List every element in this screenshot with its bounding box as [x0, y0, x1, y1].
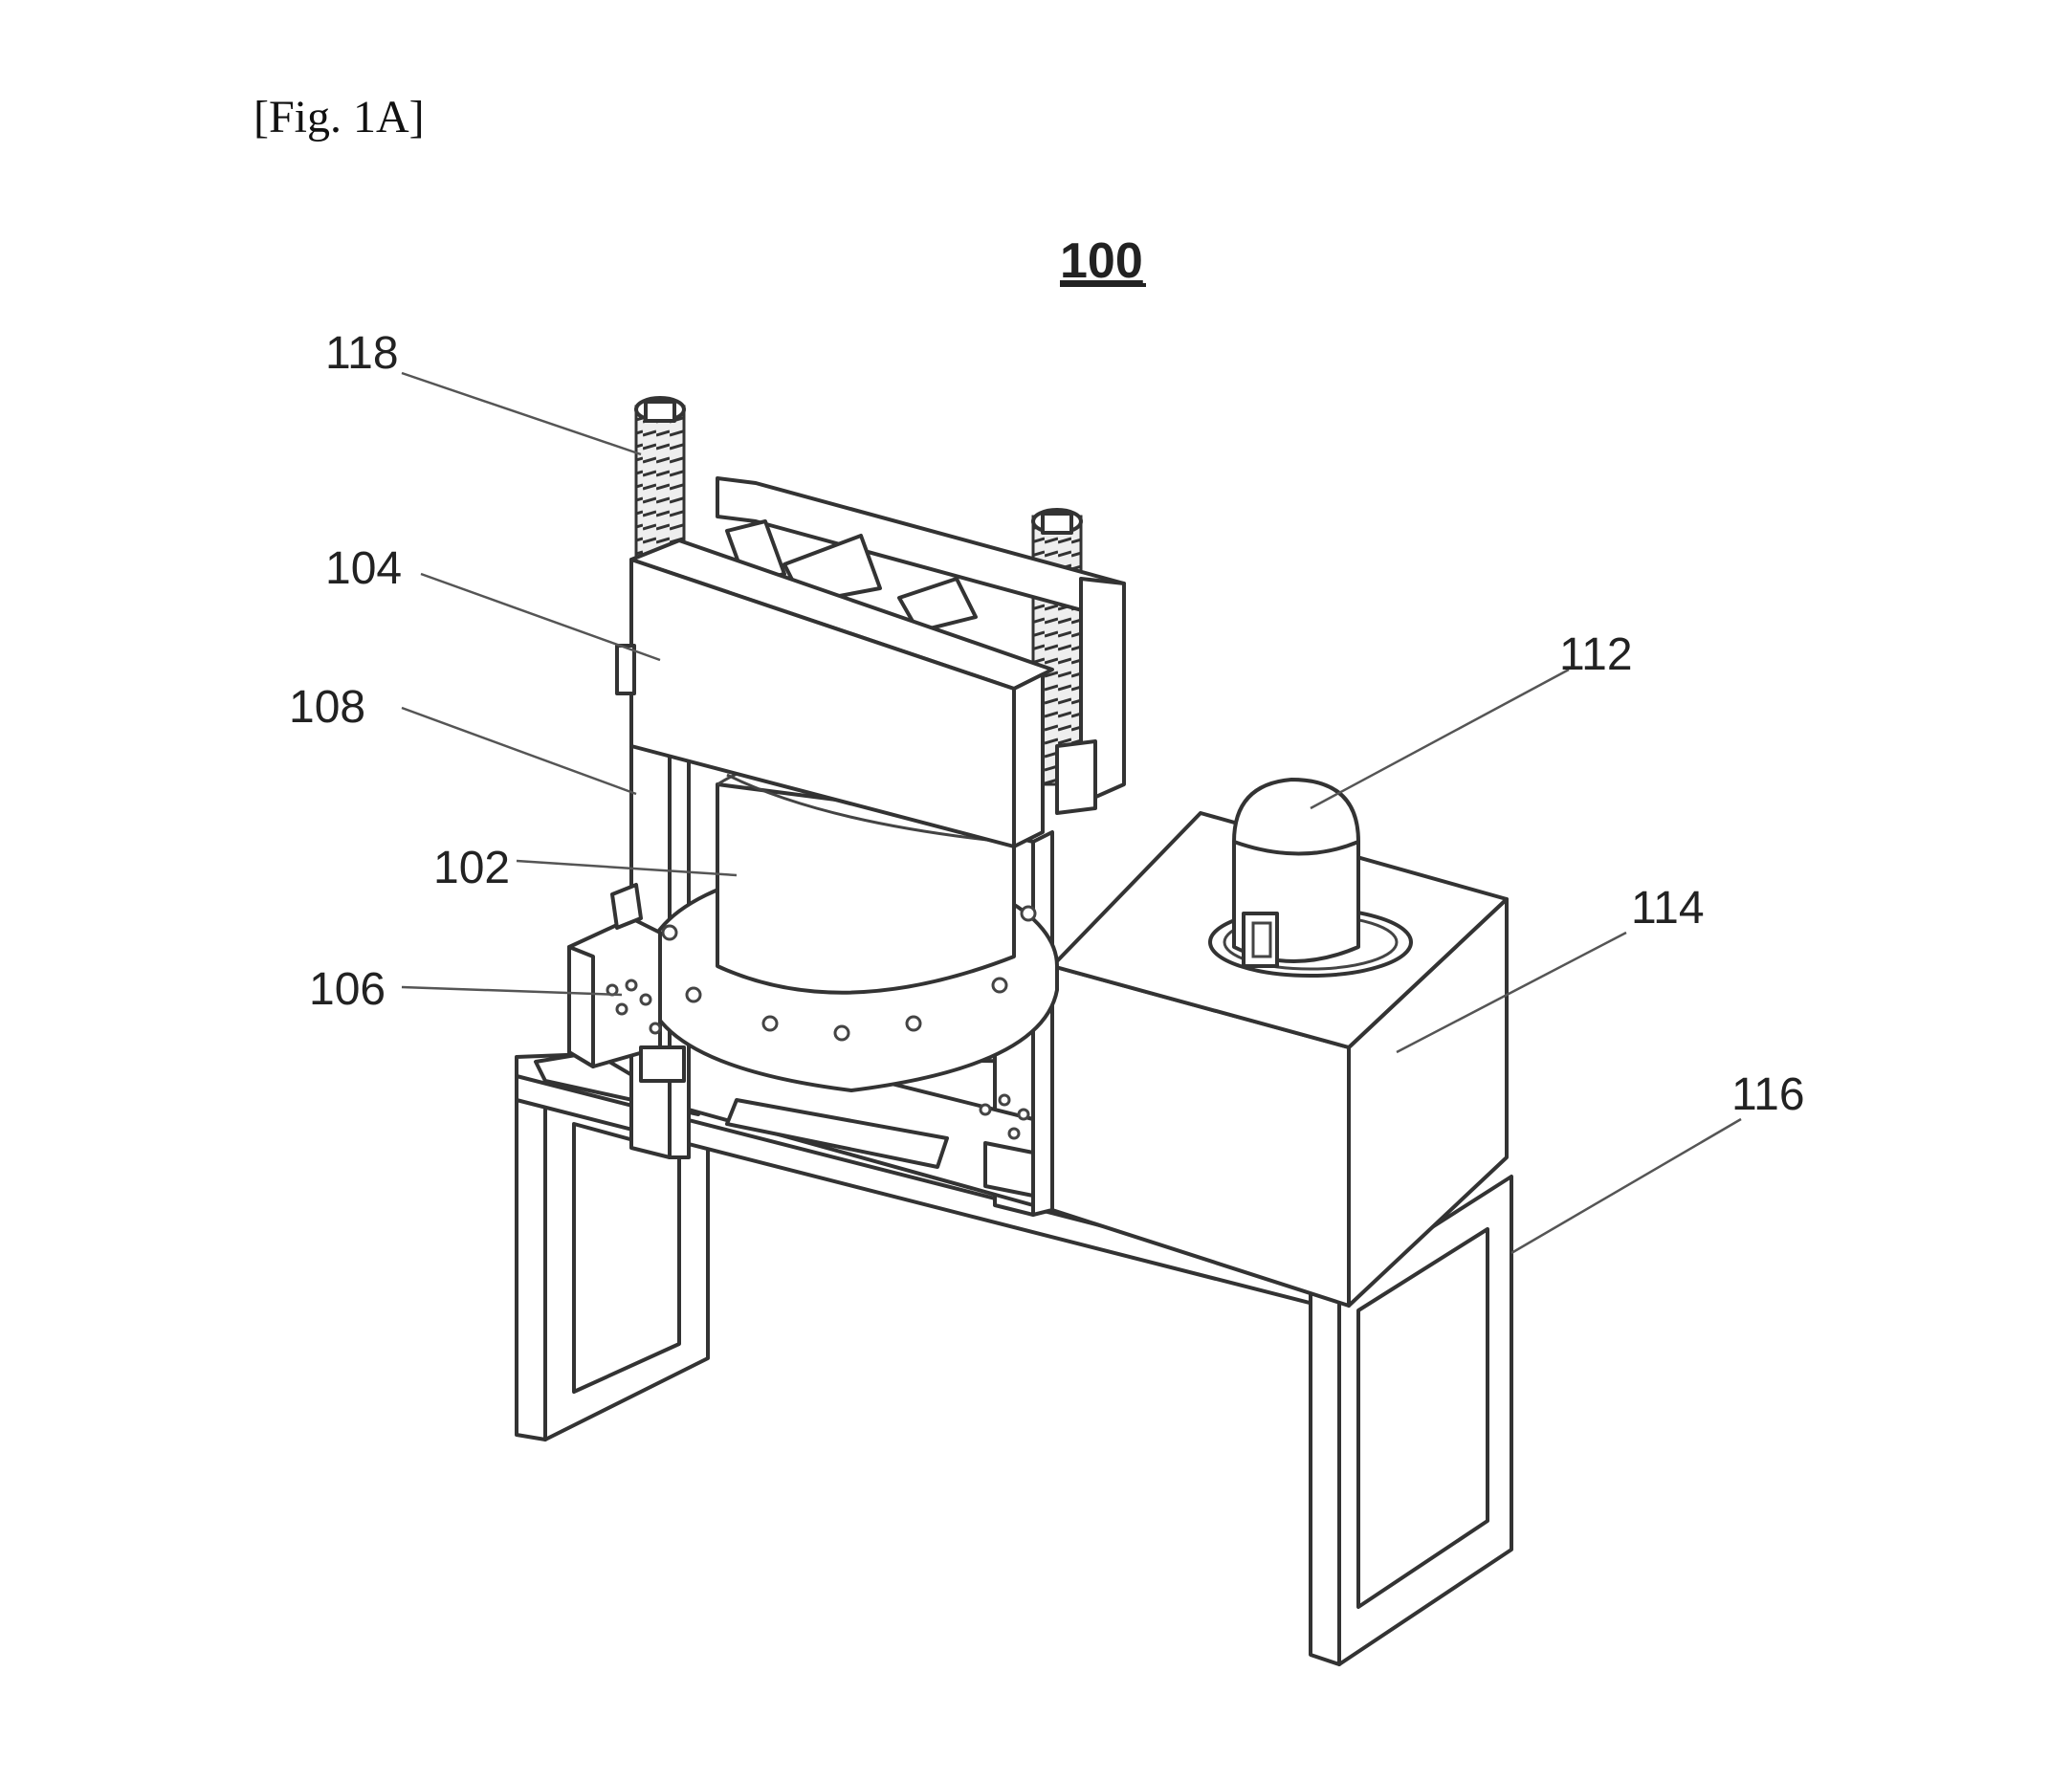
- leader-114: [1396, 931, 1627, 1054]
- label-118: 118: [325, 328, 399, 379]
- leader-112: [1310, 668, 1570, 810]
- label-106: 106: [309, 964, 386, 1015]
- leader-118: [401, 371, 642, 456]
- leader-106: [401, 985, 623, 997]
- leader-102: [516, 859, 738, 877]
- leader-108: [401, 706, 637, 796]
- label-104: 104: [325, 543, 402, 594]
- label-102: 102: [433, 843, 510, 893]
- top-clamp: [615, 476, 1126, 848]
- assembly-label: 100: [1060, 233, 1143, 289]
- leader-104: [420, 572, 661, 662]
- leader-116: [1510, 1117, 1742, 1255]
- label-114: 114: [1631, 883, 1705, 934]
- label-112: 112: [1559, 629, 1633, 680]
- label-116: 116: [1731, 1069, 1805, 1120]
- side-plate: [567, 883, 686, 1083]
- motor: [1208, 778, 1413, 978]
- figure-caption: [Fig. 1A]: [253, 92, 425, 143]
- label-108: 108: [289, 682, 365, 733]
- leader-lines: [401, 371, 1742, 1255]
